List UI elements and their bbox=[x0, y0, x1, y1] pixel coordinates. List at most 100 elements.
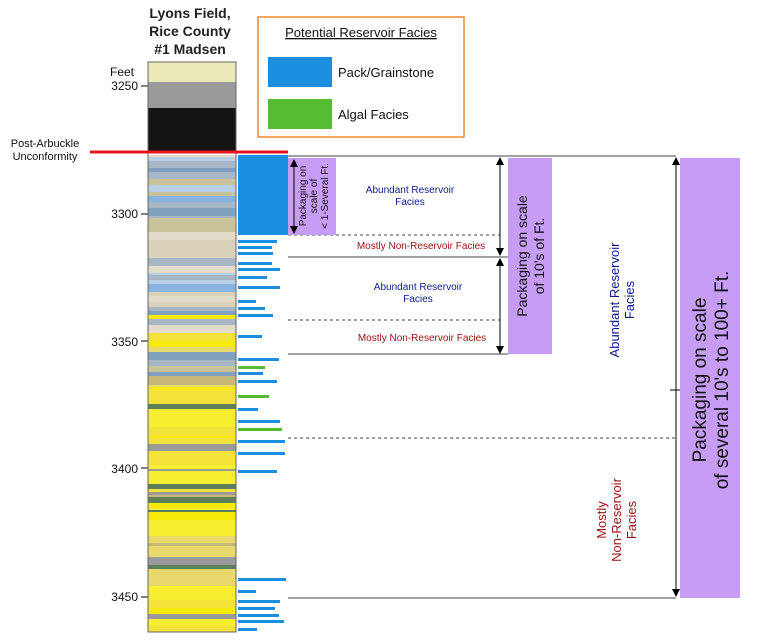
facies-bar bbox=[238, 240, 277, 243]
depth-label-3350: 3350 bbox=[111, 335, 138, 349]
core-layer bbox=[148, 451, 236, 457]
core-layer bbox=[148, 273, 236, 275]
small-scale-label-line-1: Packaging on bbox=[298, 166, 309, 227]
large-scale-label-line-2: of several 10's to 100+ Ft. bbox=[712, 271, 733, 490]
legend-title: Potential Reservoir Facies bbox=[285, 25, 437, 40]
facies-bar bbox=[238, 262, 272, 265]
core-layer bbox=[148, 307, 236, 311]
facies-bar bbox=[238, 366, 265, 369]
core-layer bbox=[148, 168, 236, 172]
mid-scale-box bbox=[508, 158, 552, 354]
facies-bar bbox=[238, 307, 265, 310]
facies-bar bbox=[238, 408, 258, 411]
facies-bar bbox=[238, 358, 279, 361]
core-layer bbox=[148, 366, 236, 372]
core-layer bbox=[148, 492, 236, 495]
core-layer bbox=[148, 444, 236, 451]
large-scale-facies-top-1: Abundant Reservoir bbox=[607, 242, 622, 358]
core-layer bbox=[148, 576, 236, 583]
facies-bar bbox=[238, 300, 256, 303]
core-layer bbox=[148, 619, 236, 626]
core-layer bbox=[148, 528, 236, 536]
facies-bar bbox=[238, 452, 285, 455]
core-layer bbox=[148, 614, 236, 619]
core-layer bbox=[148, 347, 236, 352]
core-layer bbox=[148, 275, 236, 280]
large-scale-facies-top: Abundant Reservoir Facies bbox=[607, 242, 637, 358]
mid-scale-facies-top-2: Facies bbox=[403, 294, 432, 305]
depth-ticks bbox=[141, 85, 148, 598]
core-layer bbox=[148, 583, 236, 586]
facies-column bbox=[238, 155, 288, 631]
core-layer bbox=[148, 465, 236, 469]
core-layer bbox=[148, 372, 236, 376]
core-layer bbox=[148, 594, 236, 600]
core-layer bbox=[148, 108, 236, 152]
core-layer bbox=[148, 409, 236, 411]
facies-bar bbox=[238, 380, 277, 383]
core-layer bbox=[148, 390, 236, 398]
facies-bar bbox=[238, 428, 282, 431]
core-layer bbox=[148, 296, 236, 302]
depth-unit-label: Feet bbox=[110, 65, 135, 79]
core-layer bbox=[148, 411, 236, 419]
core-layer bbox=[148, 311, 236, 315]
core-layer bbox=[148, 352, 236, 360]
small-scale-facies-top-2: Facies bbox=[395, 197, 424, 208]
core-layer bbox=[148, 251, 236, 254]
title-line-3: #1 Madsen bbox=[154, 41, 226, 57]
mid-scale-label: Packaging on scale of 10's of Ft. bbox=[514, 195, 547, 317]
core-layer bbox=[148, 427, 236, 434]
facies-bar bbox=[238, 620, 284, 623]
core-layer bbox=[148, 218, 236, 226]
facies-bar bbox=[238, 268, 280, 271]
legend-swatch-pack-grainstone bbox=[268, 57, 332, 87]
core-layer bbox=[148, 419, 236, 427]
core-layer bbox=[148, 325, 236, 333]
core-layer bbox=[148, 196, 236, 202]
depth-label-3400: 3400 bbox=[111, 462, 138, 476]
core-layer bbox=[148, 484, 236, 489]
core-layer bbox=[148, 385, 236, 387]
large-scale-facies-top-2: Facies bbox=[622, 280, 637, 319]
small-scale-label-line-3: < 1-Several Ft. bbox=[320, 163, 331, 229]
small-scale-label: Packaging on scale of < 1-Several Ft. bbox=[298, 163, 331, 229]
core-column bbox=[147, 61, 237, 633]
core-layer bbox=[148, 600, 236, 608]
facies-bar bbox=[238, 607, 275, 610]
core-layer bbox=[148, 557, 236, 565]
facies-bar bbox=[238, 372, 263, 375]
core-layer bbox=[148, 626, 236, 631]
core-layer bbox=[148, 569, 236, 576]
core-layer bbox=[148, 536, 236, 543]
core-layer bbox=[148, 302, 236, 307]
facies-bar bbox=[238, 578, 286, 581]
core-layer bbox=[148, 495, 236, 497]
title-line-1: Lyons Field, bbox=[149, 5, 230, 21]
core-layer bbox=[148, 565, 236, 569]
mid-scale-facies-top-1: Abundant Reservoir bbox=[374, 282, 463, 293]
unconformity-label-line-2: Unconformity bbox=[13, 151, 78, 163]
large-scale-box bbox=[680, 158, 740, 598]
small-scale-facies-bottom: Mostly Non-Reservoir Facies bbox=[357, 241, 485, 252]
large-scale-facies-bottom-1: Mostly bbox=[594, 501, 609, 539]
core-layer bbox=[148, 554, 236, 557]
facies-bar bbox=[238, 395, 269, 398]
core-layer bbox=[148, 457, 236, 465]
core-border bbox=[147, 61, 237, 633]
core-layer bbox=[148, 398, 236, 404]
core-layer bbox=[148, 479, 236, 481]
core-layer bbox=[148, 192, 236, 196]
core-layer bbox=[148, 387, 236, 390]
depth-label-3300: 3300 bbox=[111, 207, 138, 221]
core-layer bbox=[148, 508, 236, 510]
core-layer bbox=[148, 404, 236, 409]
legend-label-pack-grainstone: Pack/Grainstone bbox=[338, 65, 434, 80]
core-layer bbox=[148, 315, 236, 319]
core-layer bbox=[148, 436, 236, 438]
core-layer bbox=[148, 586, 236, 594]
core-layer bbox=[148, 216, 236, 218]
facies-bar bbox=[238, 470, 277, 473]
